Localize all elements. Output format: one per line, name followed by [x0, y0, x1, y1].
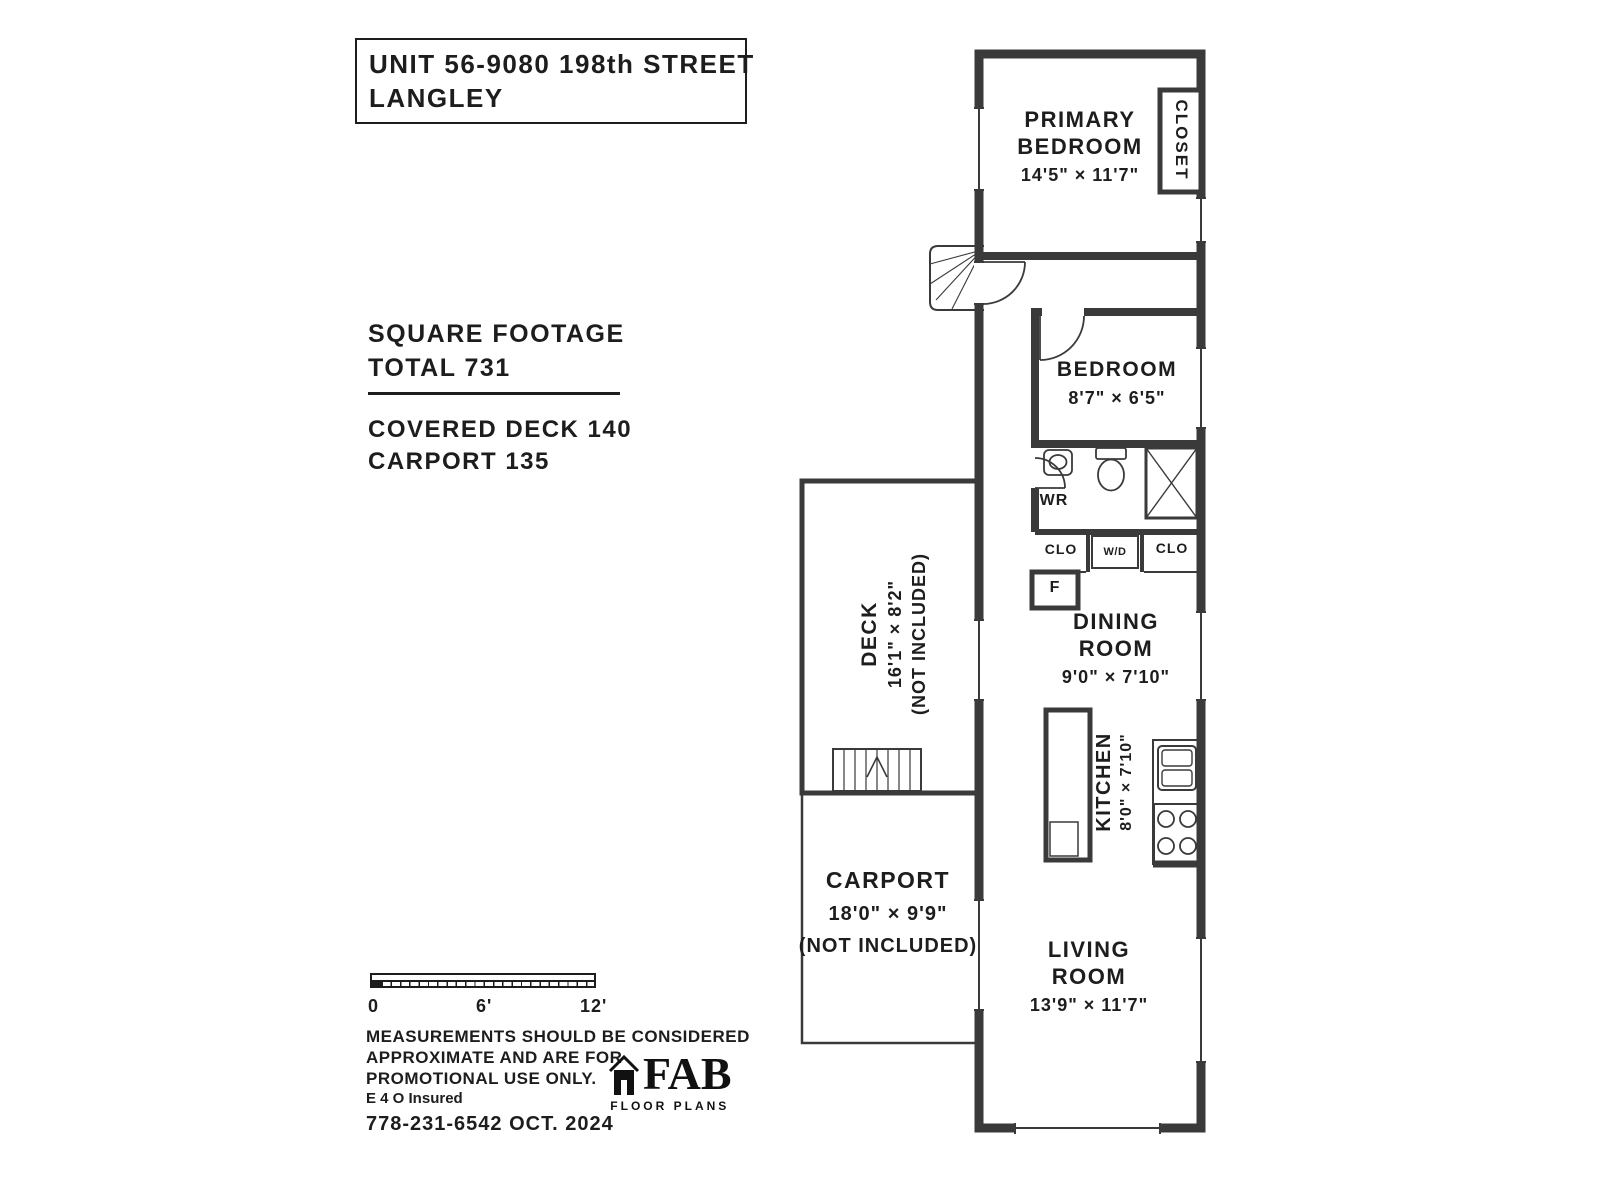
- kitchen-name: KITCHEN: [1093, 732, 1115, 832]
- disclaimer-phone-date: 778-231-6542 OCT. 2024: [366, 1113, 614, 1135]
- disclaimer-line2: APPROXIMATE AND ARE FOR: [366, 1048, 623, 1067]
- bedroom-dims: 8'7" × 6'5": [1068, 388, 1166, 408]
- living-room-label: LIVING ROOM 13'9" × 11'7": [1004, 936, 1174, 1017]
- windows: [974, 107, 1206, 1134]
- shower-symbol: [1144, 446, 1199, 520]
- stove-symbol: [1153, 803, 1201, 863]
- fab-logo: FAB FLOOR PLANS: [608, 1048, 732, 1113]
- clo-left-label: CLO: [1044, 541, 1078, 557]
- carport-outline: [800, 793, 977, 1045]
- disclaimer: MEASUREMENTS SHOULD BE CONSIDERED APPROX…: [366, 1026, 750, 1138]
- primary-bedroom-dims: 14'5" × 11'7": [1020, 165, 1140, 185]
- dining-room-name-1: DINING: [1073, 609, 1159, 634]
- house-icon: [608, 1054, 640, 1095]
- carport-note: (NOT INCLUDED): [798, 935, 978, 957]
- scale-label-12: 12': [580, 996, 608, 1016]
- dining-room-dims: 9'0" × 7'10": [1061, 667, 1171, 687]
- kitchen-counter: [1152, 739, 1202, 865]
- title-line1: UNIT 56-9080 198th STREET: [369, 49, 755, 79]
- deck-label: DECK 16'1" × 8'2" (NOT INCLUDED): [856, 509, 938, 759]
- bedroom-name: BEDROOM: [1056, 358, 1178, 381]
- carport-name: CARPORT: [825, 867, 951, 893]
- underline-rule: [368, 392, 620, 395]
- carport-note: CARPORT 135: [368, 448, 550, 475]
- title-box: UNIT 56-9080 198th STREET LANGLEY: [355, 38, 755, 124]
- living-room-name-1: LIVING: [1047, 937, 1131, 962]
- toilet-symbol: [1095, 447, 1127, 492]
- washer-dryer-symbol: [1091, 535, 1139, 569]
- washer-dryer-label: W/D: [1103, 546, 1127, 558]
- disclaimer-line1: MEASUREMENTS SHOULD BE CONSIDERED: [366, 1027, 750, 1046]
- furnace-closet-walls: [1029, 569, 1081, 611]
- disclaimer-line3: PROMOTIONAL USE ONLY.: [366, 1069, 597, 1088]
- deck-stairs: [832, 748, 922, 792]
- title-line2: LANGLEY: [369, 83, 504, 113]
- kitchen-label: KITCHEN 8'0" × 7'10": [1092, 707, 1140, 857]
- primary-closet-walls: [1157, 87, 1204, 195]
- door-swings: [982, 261, 1085, 489]
- closet-name: CLOSET: [1172, 99, 1191, 181]
- covered-deck-note: COVERED DECK 140: [368, 416, 633, 443]
- square-footage-heading: SQUARE FOOTAGE: [368, 320, 625, 348]
- dining-room-name-2: ROOM: [1078, 636, 1154, 661]
- scale-bar-ticks: [372, 980, 594, 986]
- primary-bedroom-label: PRIMARY BEDROOM 14'5" × 11'7": [995, 106, 1165, 187]
- bathroom-sink-symbol: [1043, 449, 1073, 476]
- scale-bar-zero-block: [372, 980, 383, 986]
- deck-note: (NOT INCLUDED): [909, 553, 929, 715]
- main-unit-walls: [974, 49, 1206, 1133]
- scale-label-0: 0: [368, 996, 380, 1016]
- scale-bar: [370, 973, 596, 988]
- kitchen-dims: 8'0" × 7'10": [1118, 733, 1135, 831]
- deck-name: DECK: [858, 601, 881, 667]
- furnace-label: F: [1049, 579, 1061, 596]
- bedroom-label: BEDROOM 8'7" × 6'5": [1036, 356, 1198, 410]
- kitchen-island: [1043, 707, 1093, 863]
- dining-room-label: DINING ROOM 9'0" × 7'10": [1034, 608, 1198, 689]
- carport-label: CARPORT 18'0" × 9'9" (NOT INCLUDED): [786, 864, 990, 960]
- square-footage-total: TOTAL 731: [368, 354, 511, 382]
- kitchen-sink-symbol: [1157, 745, 1197, 791]
- logo-name: FAB: [643, 1048, 732, 1099]
- deck-dims: 16'1" × 8'2": [885, 579, 905, 689]
- primary-bedroom-name-1: PRIMARY: [1024, 107, 1136, 132]
- clo-right-label: CLO: [1155, 540, 1189, 556]
- entry-stairs: [929, 245, 984, 311]
- disclaimer-insured: E 4 O Insured: [366, 1090, 463, 1107]
- living-room-dims: 13'9" × 11'7": [1029, 995, 1149, 1015]
- scale-label-6: 6': [476, 996, 493, 1016]
- deck-outline: [799, 478, 977, 796]
- primary-bedroom-name-2: BEDROOM: [1017, 134, 1143, 159]
- logo-subtitle: FLOOR PLANS: [610, 1099, 730, 1113]
- closet-label: CLOSET: [1171, 85, 1191, 195]
- wr-label: WR: [1039, 492, 1069, 509]
- carport-dims: 18'0" × 9'9": [828, 903, 948, 925]
- living-room-name-2: ROOM: [1051, 964, 1127, 989]
